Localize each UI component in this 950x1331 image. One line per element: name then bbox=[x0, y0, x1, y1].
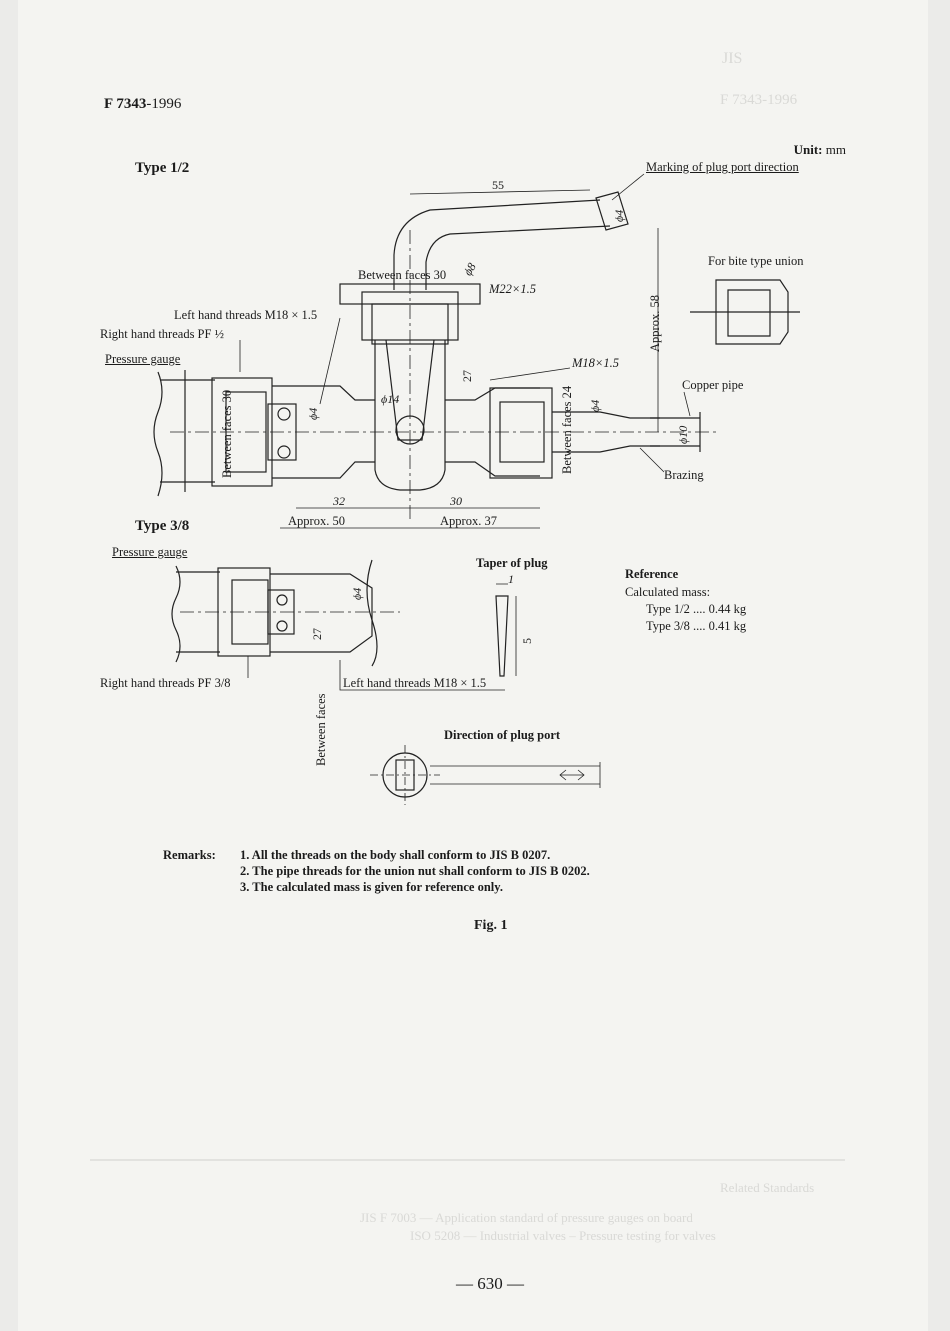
ghost-code: F 7343-1996 bbox=[720, 92, 798, 108]
label-taper-l: 1 bbox=[508, 572, 514, 586]
port-center bbox=[370, 745, 440, 805]
taper-dim bbox=[496, 583, 517, 676]
label-right-threads-3-8: Right hand threads PF 3/8 bbox=[100, 676, 231, 690]
gauge-stub-3-8 bbox=[176, 571, 220, 653]
label-brazing: Brazing bbox=[664, 468, 704, 482]
label-between-faces-3-8: Between faces bbox=[314, 693, 328, 766]
remarks-label: Remarks: bbox=[163, 848, 216, 862]
body-left bbox=[272, 385, 375, 479]
label-between-faces-30-left: Between faces 30 bbox=[220, 389, 234, 478]
doc-header: F 7343-1996 bbox=[104, 96, 181, 113]
handle-stem bbox=[393, 199, 611, 290]
ball-bottom bbox=[277, 445, 291, 459]
label-phi4-right: ϕ4 bbox=[588, 399, 602, 412]
gauge-stub bbox=[160, 370, 215, 492]
label-direction: Direction of plug port bbox=[444, 728, 561, 742]
ghost-rel-2: ISO 5208 — Industrial valves – Pressure … bbox=[410, 1228, 716, 1243]
outlet-pipe bbox=[552, 411, 660, 453]
label-approx-58: Approx. 58 bbox=[648, 295, 662, 352]
ghost-rel-1: JIS F 7003 — Application standard of pre… bbox=[360, 1210, 693, 1225]
title-type-half: Type 1/2 bbox=[135, 160, 190, 176]
doc-year: -1996 bbox=[146, 96, 182, 112]
label-phi10: ϕ10 bbox=[676, 425, 690, 444]
label-m22: M22×1.5 bbox=[489, 282, 536, 296]
label-mass-3-8: Type 3/8 .... 0.41 kg bbox=[646, 619, 747, 633]
label-reference: Reference bbox=[625, 567, 679, 581]
label-approx-37: Approx. 37 bbox=[440, 514, 497, 528]
handle-end bbox=[595, 191, 629, 231]
leader-m18 bbox=[489, 367, 571, 381]
ball-top bbox=[277, 407, 291, 421]
bite-union-inner bbox=[690, 289, 800, 337]
ball-top-3-8 bbox=[276, 594, 288, 606]
remark-1: 1. All the threads on the body shall con… bbox=[240, 848, 551, 862]
union-nut-right bbox=[489, 387, 553, 479]
unit-label: Unit: mm bbox=[793, 142, 846, 157]
remark-2: 2. The pipe threads for the union nut sh… bbox=[240, 864, 590, 878]
label-marking: Marking of plug port direction bbox=[646, 160, 799, 174]
leader-left-threads bbox=[319, 317, 341, 405]
leader-copper bbox=[683, 391, 691, 417]
body-break-3-8 bbox=[366, 559, 378, 667]
label-m18: M18×1.5 bbox=[572, 356, 619, 370]
label-approx-50: Approx. 50 bbox=[288, 514, 345, 528]
leader-marking bbox=[611, 173, 645, 201]
gauge-break bbox=[153, 371, 163, 497]
leader-m18-3-8 bbox=[339, 660, 505, 691]
label-27-half: 27 bbox=[460, 370, 474, 382]
label-between-faces-30-top: Between faces 30 bbox=[358, 268, 447, 282]
port-line bbox=[430, 762, 601, 788]
label-copper-pipe: Copper pipe bbox=[682, 378, 744, 392]
label-right-threads: Right hand threads PF ½ bbox=[100, 327, 224, 341]
ghost-related: Related Standards bbox=[720, 1180, 815, 1195]
label-pressure-gauge-3-8: Pressure gauge bbox=[112, 545, 188, 559]
figure-caption: Fig. 1 bbox=[474, 918, 508, 933]
dim-55 bbox=[409, 189, 591, 195]
label-pressure-gauge: Pressure gauge bbox=[105, 352, 181, 366]
label-for-bite: For bite type union bbox=[708, 254, 804, 268]
label-27-3-8: 27 bbox=[310, 628, 324, 640]
label-calc: Calculated mass: bbox=[625, 585, 711, 599]
taper-wedge bbox=[495, 595, 509, 677]
page-number: — 630 — bbox=[456, 1274, 524, 1293]
dim-phi4-top-label: ϕ4 bbox=[612, 209, 626, 222]
label-taper-5: 5 bbox=[520, 638, 534, 644]
label-between-faces-24: Between faces 24 bbox=[560, 385, 574, 474]
title-type-3-8: Type 3/8 bbox=[135, 518, 190, 534]
label-left-threads-3-8: Left hand threads M18 × 1.5 bbox=[343, 676, 487, 690]
remark-3: 3. The calculated mass is given for refe… bbox=[240, 880, 503, 894]
ghost-jis: JIS bbox=[722, 50, 743, 67]
leader-brazing bbox=[639, 447, 665, 473]
doc-id: F 7343 bbox=[104, 96, 147, 112]
label-taper-title: Taper of plug bbox=[476, 556, 548, 570]
gauge-break-3-8 bbox=[171, 565, 181, 663]
bite-union bbox=[715, 279, 789, 345]
port-arrow bbox=[559, 769, 585, 781]
body-3-8 bbox=[270, 573, 373, 653]
page-sheet bbox=[18, 0, 928, 1331]
label-left-threads: Left hand threads M18 × 1.5 bbox=[174, 308, 318, 322]
label-phi4: ϕ4 bbox=[306, 407, 320, 420]
label-phi4-3-8: ϕ4 bbox=[350, 587, 364, 600]
label-mass-half: Type 1/2 .... 0.44 kg bbox=[646, 602, 747, 616]
label-30: 30 bbox=[450, 494, 462, 508]
dim-55-label: 55 bbox=[492, 178, 504, 192]
ball-bottom-3-8 bbox=[276, 620, 288, 632]
label-32: 32 bbox=[333, 494, 345, 508]
label-phi14: ϕ14 bbox=[381, 392, 400, 406]
